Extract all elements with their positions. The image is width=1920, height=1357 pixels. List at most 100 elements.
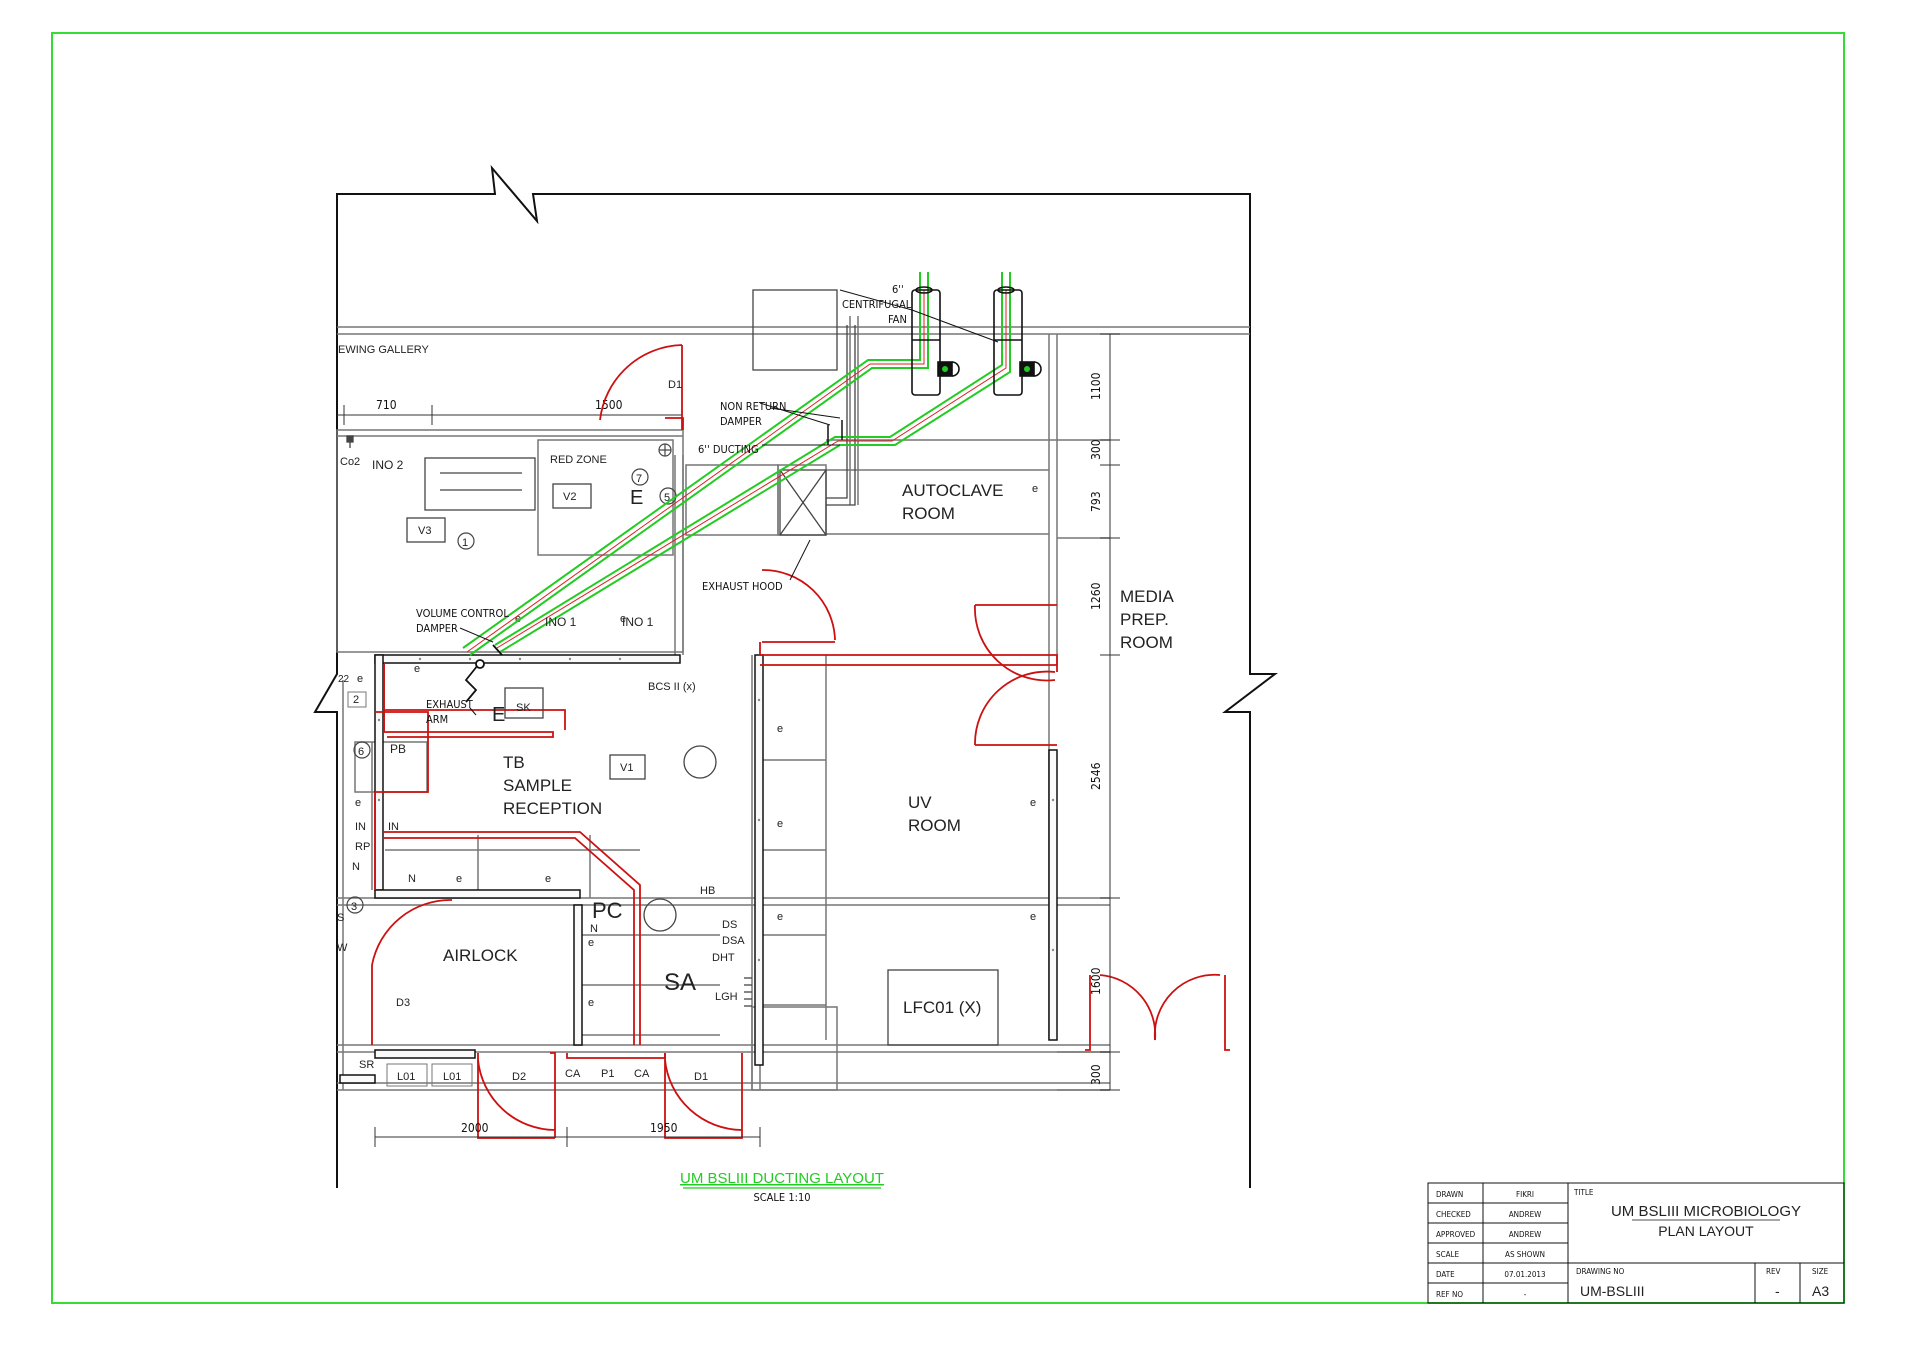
label-v1: V1: [620, 762, 633, 774]
marker-5: 5: [664, 492, 670, 504]
dim-right-6: 1600: [1089, 967, 1103, 995]
lo1-boxes: [347, 691, 473, 1087]
label-box2: 2: [353, 694, 359, 706]
leader-lines: [459, 289, 999, 716]
tb-ref-label: REF NO: [1436, 1290, 1463, 1299]
label-ca-a: CA: [565, 1068, 581, 1080]
label-autoclave-1: AUTOCLAVE: [902, 481, 1003, 500]
tb-scale-label: SCALE: [1436, 1250, 1460, 1259]
label-pc: PC: [592, 898, 623, 923]
label-vcd-2: DAMPER: [416, 622, 458, 635]
drawing-title: UM BSLIII DUCTING LAYOUT: [680, 1170, 884, 1187]
dim-top-1: 710: [376, 398, 397, 412]
label-lgh: LGH: [715, 991, 738, 1003]
label-lfc01: LFC01 (X): [903, 998, 981, 1017]
tb-size-label: SIZE: [1812, 1267, 1829, 1276]
viewing-gallery: [337, 326, 1250, 335]
doors-red: [371, 344, 1230, 1139]
label-arm-2: ARM: [426, 713, 448, 726]
label-media-2: PREP.: [1120, 610, 1169, 629]
drawing-scale: SCALE 1:10: [753, 1191, 810, 1204]
tb-checked-value: ANDREW: [1509, 1210, 1542, 1219]
tb-date-value: 07.01.2013: [1504, 1270, 1545, 1279]
svg-text:e: e: [1030, 797, 1036, 809]
label-p1: P1: [601, 1068, 614, 1080]
label-rp: RP: [355, 841, 370, 853]
right-dimension-lines: [1100, 333, 1120, 1091]
label-s-edge: S: [337, 912, 344, 924]
label-sk: SK: [516, 702, 531, 714]
building-outline: [313, 164, 1278, 1188]
svg-text:e: e: [588, 997, 594, 1009]
circled-markers: [346, 443, 677, 914]
label-nrd-2: DAMPER: [720, 415, 762, 428]
tb-drawn-value: FIKRI: [1516, 1190, 1534, 1199]
label-e-big-2: E: [492, 704, 505, 726]
label-nrd-1: NON RETURN: [720, 400, 786, 413]
label-ca-b: CA: [634, 1068, 650, 1080]
dim-right-1: 1100: [1089, 372, 1103, 400]
label-lo1-b: L01: [443, 1071, 461, 1083]
label-d1-bottom: D1: [694, 1071, 708, 1083]
right-dimension-text: 1100 300 793 1260 2546 1600 300: [1089, 372, 1103, 1085]
label-fan-3: FAN: [888, 313, 907, 326]
tb-checked-label: CHECKED: [1436, 1210, 1471, 1219]
dim-bottom-2: 1950: [650, 1121, 678, 1135]
tb-scale-value: AS SHOWN: [1505, 1250, 1545, 1259]
dampers: [827, 420, 843, 445]
marker-6: 6: [358, 746, 364, 758]
label-airlock: AIRLOCK: [443, 946, 518, 965]
svg-text:e: e: [1030, 911, 1036, 923]
label-in-2: IN: [388, 821, 399, 833]
label-red-zone: RED ZONE: [550, 454, 607, 466]
viewing-gallery-label: EWING GALLERY: [338, 344, 430, 356]
marker-7: 7: [636, 473, 642, 485]
svg-text:e: e: [515, 613, 521, 625]
tb-title-label: TITLE: [1573, 1188, 1594, 1197]
tb-rev-label: REV: [1766, 1267, 1781, 1276]
hatch-dots: [377, 657, 1055, 962]
marker-3: 3: [351, 901, 357, 913]
title-block: [1427, 1182, 1845, 1304]
label-d1-top: D1: [668, 379, 682, 391]
label-in-1: IN: [355, 821, 366, 833]
svg-text:e: e: [777, 723, 783, 735]
label-sr: SR: [359, 1059, 374, 1071]
label-d2: D2: [512, 1071, 526, 1083]
tb-drawn-label: DRAWN: [1436, 1190, 1463, 1199]
svg-text:e: e: [545, 873, 551, 885]
tb-ref-value: -: [1524, 1290, 1527, 1299]
tb-size-value: A3: [1812, 1283, 1829, 1299]
label-exhaust-hood: EXHAUST HOOD: [702, 580, 783, 593]
svg-text:e: e: [456, 873, 462, 885]
svg-text:e: e: [620, 613, 626, 625]
label-v2: V2: [563, 491, 576, 503]
dim-right-7: 300: [1089, 1064, 1103, 1085]
label-lo1-a: L01: [397, 1071, 415, 1083]
marker-1: 1: [462, 537, 468, 549]
room-labels: INO 2 RED ZONE Co2 INO 1 INO 1 AUTOCLAVE…: [340, 454, 1175, 1017]
tb-title-line2: PLAN LAYOUT: [1658, 1223, 1754, 1239]
tb-date-label: DATE: [1436, 1270, 1455, 1279]
dim-bottom-1: 2000: [461, 1121, 489, 1135]
label-bcs: BCS II (x): [648, 681, 696, 693]
svg-text:e: e: [777, 911, 783, 923]
tb-rev-value: -: [1775, 1283, 1780, 1299]
title-block-text: DRAWN FIKRI CHECKED ANDREW APPROVED ANDR…: [1436, 1188, 1829, 1299]
tb-approved-value: ANDREW: [1509, 1230, 1542, 1239]
tb-drawing-no-value: UM-BSLIII: [1580, 1283, 1645, 1299]
hatched-walls: [339, 654, 1058, 1084]
label-n-2: N: [408, 873, 416, 885]
label-tb-2: SAMPLE: [503, 776, 572, 795]
label-uv-1: UV: [908, 793, 932, 812]
label-ino1-b: INO 1: [622, 615, 654, 629]
svg-text:e: e: [355, 797, 361, 809]
label-pb: PB: [390, 742, 406, 756]
label-e-big-1: E: [630, 487, 643, 509]
dim-right-3: 793: [1089, 491, 1103, 512]
exhaust-arm: [464, 644, 503, 703]
label-n-3: N: [590, 923, 598, 935]
label-d3: D3: [396, 997, 410, 1009]
tb-approved-label: APPROVED: [1436, 1230, 1476, 1239]
